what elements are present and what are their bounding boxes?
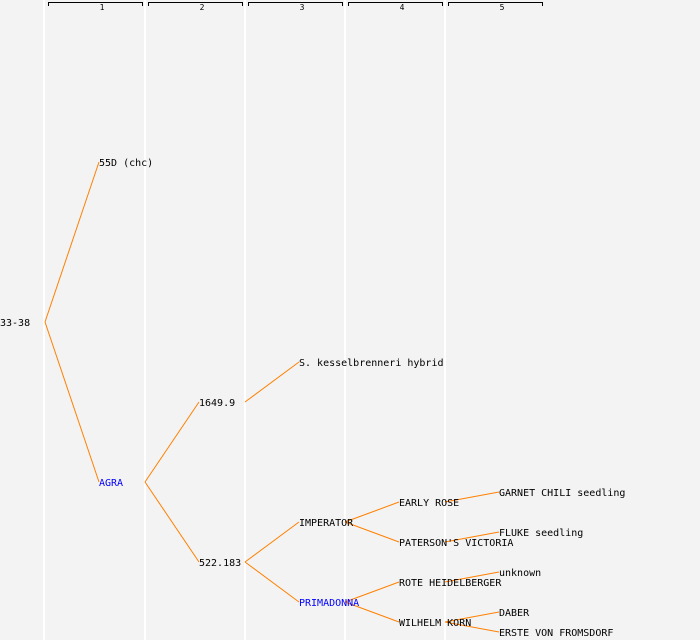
node-garnet-chili[interactable]: GARNET CHILI seedling — [499, 488, 625, 499]
generation-header-3: 3 — [300, 3, 305, 12]
node-fluke[interactable]: FLUKE seedling — [499, 528, 583, 539]
generation-header-2: 2 — [200, 3, 205, 12]
node-agra[interactable]: AGRA — [99, 478, 123, 489]
node-522-183[interactable]: 522.183 — [199, 558, 241, 569]
connector-lines — [44, 161, 500, 633]
node-1649-9[interactable]: 1649.9 — [199, 398, 235, 409]
node-early-rose[interactable]: EARLY ROSE — [399, 498, 459, 509]
node-root[interactable]: 33-38 — [0, 318, 30, 329]
node-daber[interactable]: DABER — [499, 608, 530, 619]
column-separators — [43, 0, 446, 640]
node-rote-heidelberger[interactable]: ROTE HEIDELBERGER — [399, 578, 502, 589]
node-wilhelm-korn[interactable]: WILHELM KORN — [399, 618, 471, 629]
generation-header-5: 5 — [500, 3, 505, 12]
generation-headers — [48, 2, 543, 6]
node-erste-von-fromsdorf[interactable]: ERSTE VON FROMSDORF — [499, 628, 613, 639]
node-55d[interactable]: 55D (chc) — [99, 158, 153, 169]
node-kesselbrenneri[interactable]: S. kesselbrenneri hybrid — [299, 358, 444, 369]
node-patersons-victoria[interactable]: PATERSON'S VICTORIA — [399, 538, 513, 549]
node-unknown[interactable]: unknown — [499, 568, 541, 579]
node-primadonna[interactable]: PRIMADONNA — [299, 598, 359, 609]
node-imperator[interactable]: IMPERATOR — [299, 518, 354, 529]
generation-header-1: 1 — [100, 3, 105, 12]
generation-header-4: 4 — [400, 3, 405, 12]
